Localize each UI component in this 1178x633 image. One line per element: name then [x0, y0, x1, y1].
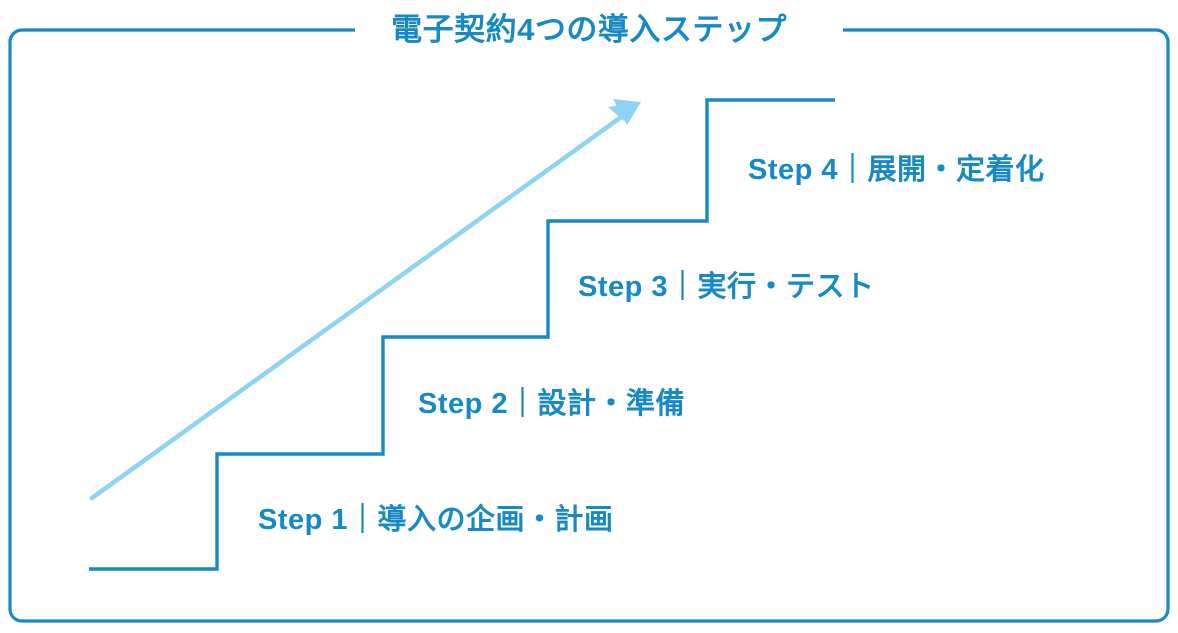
staircase-path	[89, 98, 835, 571]
step-label-2: Step 2｜設計・準備	[418, 388, 686, 420]
panel-border	[8, 28, 1170, 623]
page-title: 電子契約4つの導入ステップ	[391, 12, 787, 47]
growth-arrow	[89, 99, 641, 501]
step-label-1: Step 1｜導入の企画・計画	[258, 504, 614, 536]
step-label-4: Step 4｜展開・定着化	[748, 154, 1045, 186]
step-label-3: Step 3｜実行・テスト	[578, 271, 875, 303]
